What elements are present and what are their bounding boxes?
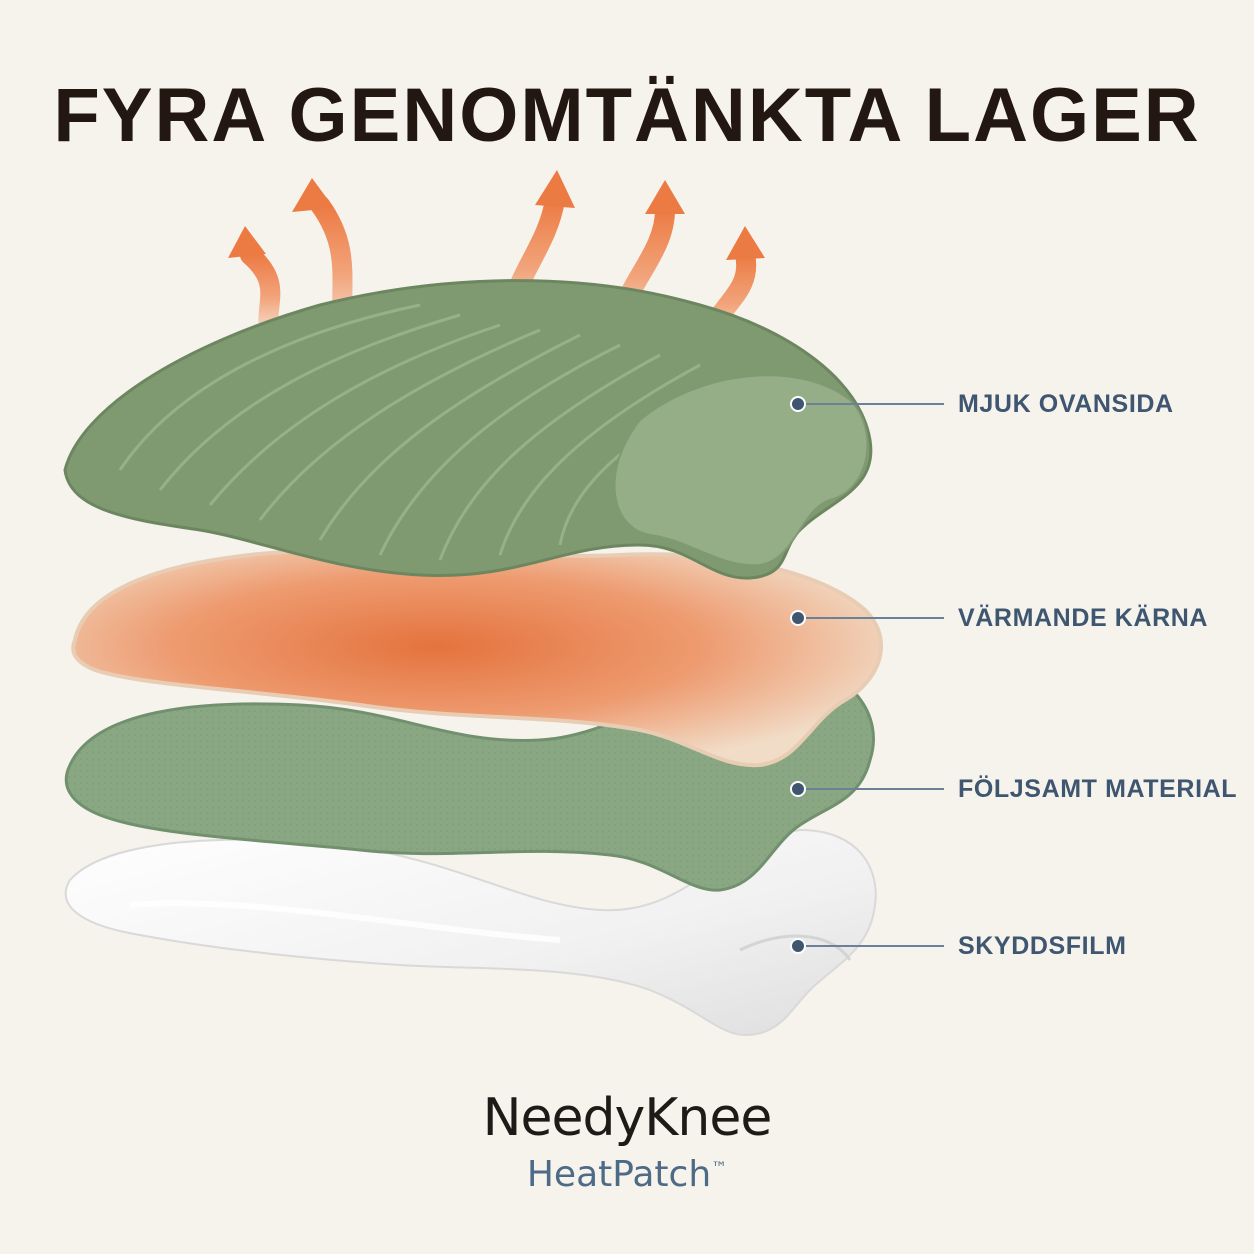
product-name-text: HeatPatch (526, 1154, 712, 1195)
page-title: FYRA GENOMTÄNKTA LAGER (53, 73, 1201, 158)
layer-label-warming-core: VÄRMANDE KÄRNA (958, 604, 1209, 632)
layer-label-soft-top: MJUK OVANSIDA (958, 390, 1174, 418)
layer-label-protective-film: SKYDDSFILM (958, 932, 1127, 960)
layer-soft-top (63, 279, 873, 580)
trademark-symbol: ™ (711, 1158, 728, 1177)
product-name: HeatPatch™ (0, 1154, 1254, 1195)
layer-label-conforming-material: FÖLJSAMT MATERIAL (958, 775, 1238, 803)
leader-lines (790, 396, 944, 954)
layer-protective-film (64, 828, 877, 1037)
brand-name: NeedyKnee (482, 1088, 773, 1148)
